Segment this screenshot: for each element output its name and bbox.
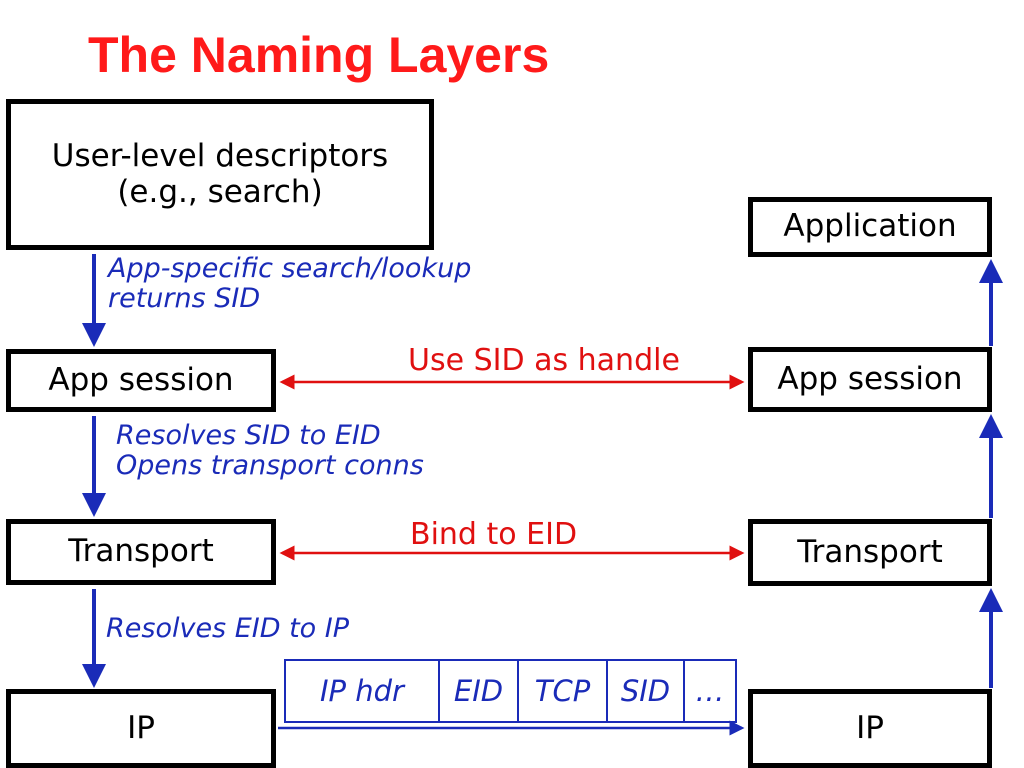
right-ip-box: IP	[748, 689, 992, 768]
session-link-label: Use SID as handle	[408, 343, 680, 378]
resolve-sid-line-1: Resolves SID to EID	[116, 420, 381, 451]
resolve-sid-line-2: Opens transport conns	[116, 450, 424, 482]
packet-header: IP hdr EID TCP SID …	[284, 659, 737, 723]
packet-field-ip-hdr: IP hdr	[286, 661, 440, 721]
left-ip-box: IP	[6, 689, 276, 768]
descriptors-line-2: (e.g., search)	[117, 173, 323, 210]
resolve-eid-note: Resolves EID to IP	[106, 613, 350, 644]
packet-field-sid: SID	[608, 661, 685, 721]
descriptors-line-1: User-level descriptors	[51, 137, 389, 174]
right-app-session-box: App session	[748, 347, 992, 412]
right-transport-box: Transport	[748, 519, 992, 586]
left-transport-box: Transport	[6, 519, 276, 585]
lookup-note-line-1: App-specific search/lookup	[108, 253, 472, 284]
resolve-sid-note: Resolves SID to EID Opens transport conn…	[116, 420, 424, 482]
packet-field-tcp: TCP	[519, 661, 608, 721]
right-application-box: Application	[748, 197, 992, 257]
lookup-note: App-specific search/lookup returns SID	[108, 253, 472, 315]
packet-field-more: …	[695, 674, 725, 708]
packet-field-eid: EID	[440, 661, 519, 721]
lookup-note-line-2: returns SID	[108, 283, 261, 315]
transport-link-label: Bind to EID	[410, 517, 578, 552]
page-title: The Naming Layers	[88, 27, 550, 83]
left-app-session-box: App session	[6, 349, 276, 412]
user-descriptors-box: User-level descriptors (e.g., search)	[6, 99, 434, 250]
